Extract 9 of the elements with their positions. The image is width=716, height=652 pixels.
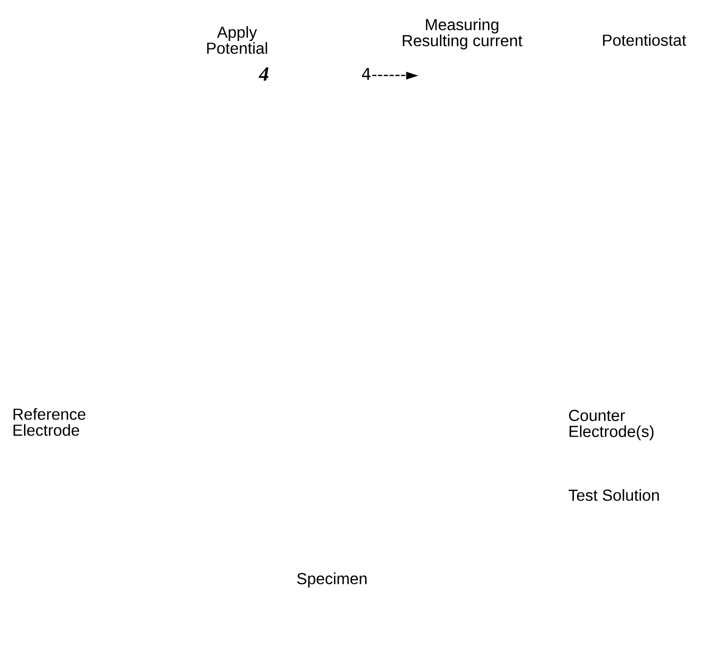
text-label: Specimen (297, 572, 367, 588)
text-label: Counter Electrode(s) (569, 410, 654, 440)
text-label: Measuring Resulting current (402, 18, 522, 50)
text-label: Potentiostat (603, 34, 686, 46)
text-label: Apply Potential (207, 26, 268, 54)
text-label: Test Solution (568, 489, 659, 501)
arrow-glyph: 4------► (362, 68, 418, 80)
arrow-glyph: 4 (258, 67, 268, 81)
text-label: Reference Electrode (14, 408, 86, 436)
